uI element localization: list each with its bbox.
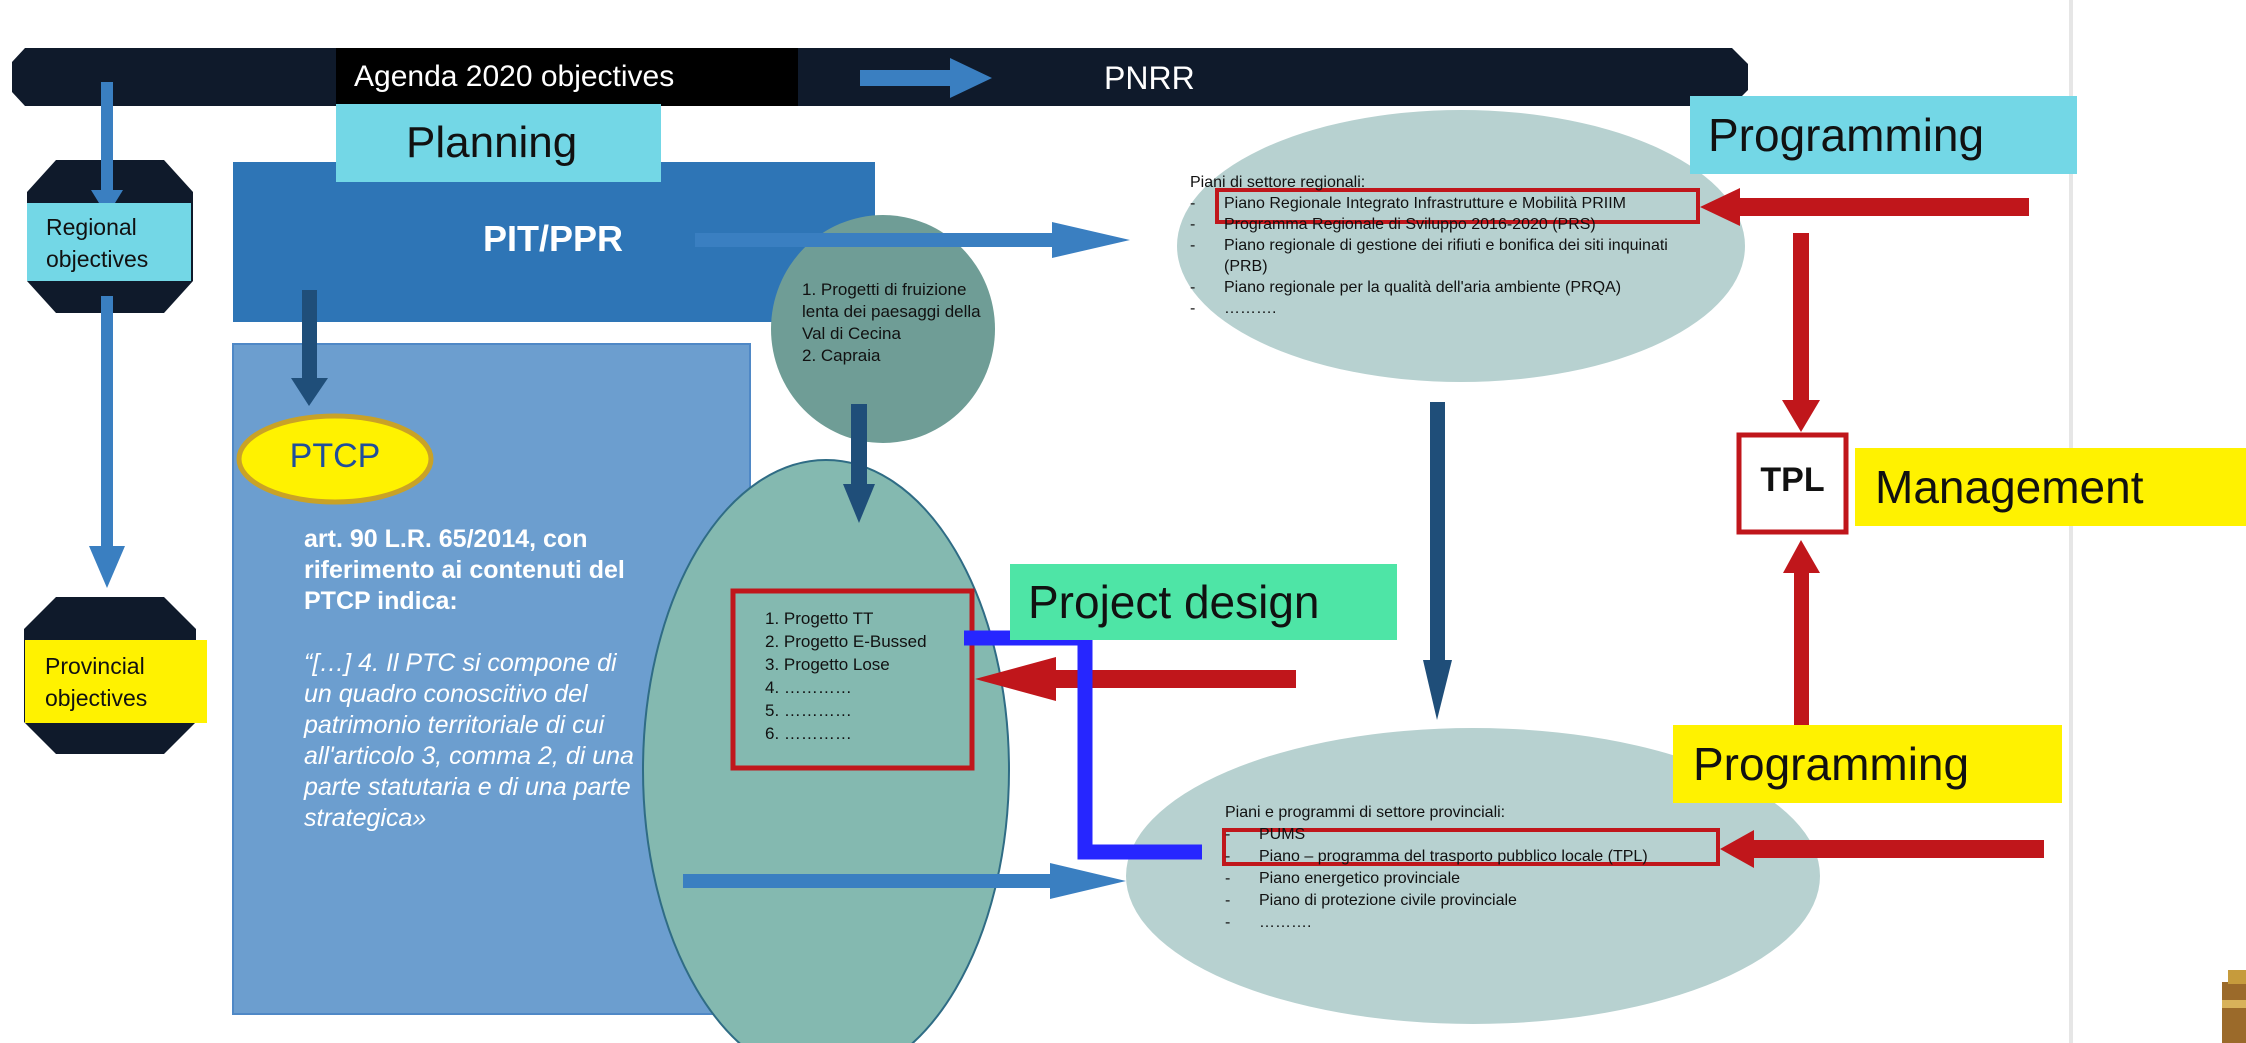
provincial-plans-ellipse [1126, 728, 1820, 1024]
regional-plans-ellipse [1177, 110, 1745, 382]
circle-down-shaft [851, 404, 867, 487]
red-arrow-to-projects-head [975, 657, 1056, 701]
arrow-shaft-2 [101, 296, 113, 551]
red-arrow-down-shaft [1793, 233, 1809, 403]
agenda-label: Agenda 2020 objectives [354, 60, 675, 93]
list-item: -Piano regionale di gestione dei rifiuti… [1190, 237, 1668, 275]
provincial-plans-list: Piani e programmi di settore provinciali… [1225, 802, 1725, 934]
list-item: -………. [1190, 300, 1277, 317]
list-item: -Piano energetico provinciale [1225, 870, 1461, 887]
planning-label: Planning [336, 104, 661, 182]
small-circle-text: 1. Progetti di fruizione lenta dei paesa… [802, 280, 981, 365]
top-bar-arrow [860, 58, 992, 98]
regional-to-provincial-shaft [1430, 402, 1445, 662]
red-arrow-to-projects-shaft [1054, 670, 1296, 688]
projects-red-box [730, 588, 975, 771]
project-design-label: Project design [1010, 564, 1397, 640]
red-arrow-to-priim-head [1700, 188, 1740, 226]
management-label: Management [1855, 448, 2246, 526]
provincial-objectives-label: Provincial objectives [25, 640, 207, 723]
project-item: 2. Progetto E-Bussed [765, 632, 927, 651]
small-circle [771, 215, 995, 443]
project-item: 4. ………… [765, 678, 852, 697]
regional-plans-heading: Piani di settore regionali: [1190, 174, 1366, 191]
programming-top-label: Programming [1690, 96, 2077, 174]
regional-to-provincial-head [1423, 660, 1452, 720]
pit-to-regional-head [1052, 222, 1130, 258]
red-arrow-up-shaft [1794, 570, 1809, 725]
project-item: 3. Progetto Lose [765, 655, 890, 674]
ptcp-badge [236, 413, 434, 505]
list-item: -PUMS [1225, 826, 1306, 843]
pit-title: PIT/PPR [483, 218, 624, 259]
arrow-head-2 [89, 546, 125, 588]
ptcp-to-provincial-head [1050, 863, 1126, 899]
list-item: -Programma Regionale di Sviluppo 2016-20… [1190, 216, 1596, 233]
priim-red-box [1215, 188, 1700, 224]
list-item: -………. [1225, 914, 1312, 931]
pit-down-head [291, 378, 328, 406]
regional-plans-list: Piani di settore regionali: -Piano Regio… [1190, 172, 1710, 319]
agenda-box [336, 48, 798, 106]
ptcp-quote: “[…] 4. Il PTC si compone di un quadro c… [304, 649, 634, 832]
red-arrow-down-head [1782, 400, 1820, 432]
provincial-plans-heading: Piani e programmi di settore provinciali… [1225, 804, 1506, 821]
project-item: 5. ………… [765, 701, 852, 720]
programming-bottom-label: Programming [1673, 725, 2062, 803]
list-item: -Piano Regionale Integrato Infrastruttur… [1190, 195, 1626, 212]
list-item: -Piano regionale per la qualità dell'ari… [1190, 279, 1622, 296]
projects-list: 1. Progetto TT 2. Progetto E-Bussed 3. P… [765, 607, 927, 745]
pit-to-regional-shaft [695, 233, 1057, 247]
pnrr-label: PNRR [1104, 60, 1195, 96]
circle-down-head [843, 484, 875, 523]
red-arrow-to-priim-shaft [1738, 198, 2029, 216]
tpl-box [1736, 432, 1849, 535]
red-arrow-to-tpl-plan-shaft [1752, 840, 2044, 858]
ptcp-badge-label: PTCP [289, 437, 381, 475]
tpl-label: TPL [1760, 461, 1825, 499]
pit-down-shaft [302, 290, 317, 380]
list-item: -Piano – programma del trasporto pubblic… [1225, 848, 1648, 865]
ptcp-to-provincial-shaft [683, 874, 1055, 888]
arrow-shaft-1 [101, 82, 113, 197]
list-item: -Piano di protezione civile provinciale [1225, 892, 1517, 909]
red-arrow-up-head [1783, 540, 1820, 573]
project-item: 6. ………… [765, 724, 852, 743]
coat-of-arms-fragment [2222, 970, 2246, 1043]
tpl-plan-red-box [1222, 828, 1720, 866]
projects-ellipse [642, 459, 1010, 1043]
project-item: 1. Progetto TT [765, 609, 874, 628]
regional-objectives-label: Regional objectives [27, 203, 191, 281]
red-arrow-to-tpl-plan-head [1720, 830, 1754, 868]
ptcp-heading: art. 90 L.R. 65/2014, con riferimento ai… [304, 525, 625, 615]
